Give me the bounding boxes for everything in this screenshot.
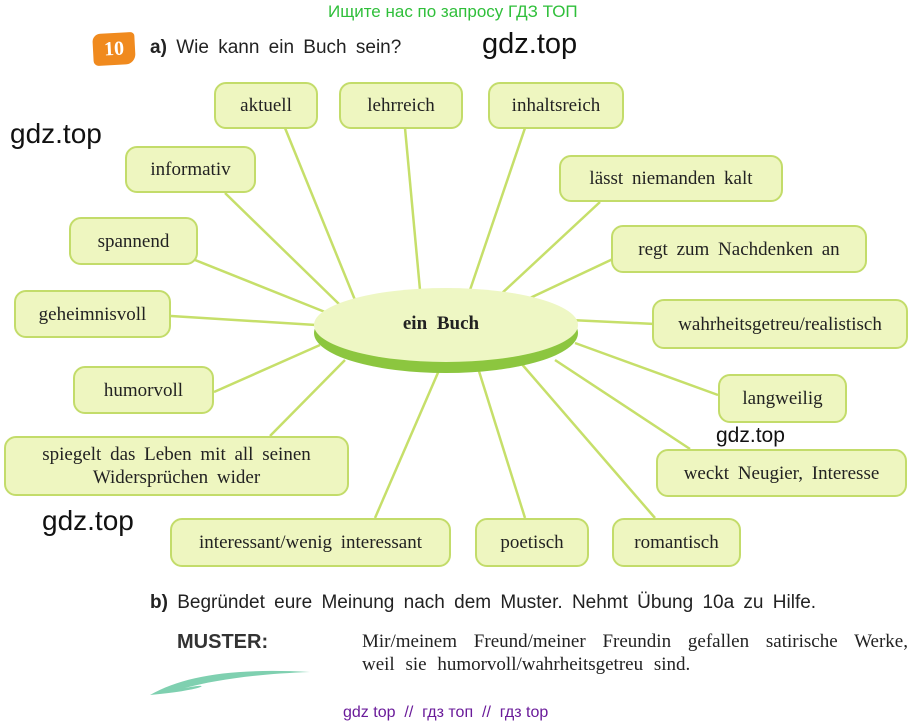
watermark: gdz.top xyxy=(482,28,578,60)
center-ellipse xyxy=(314,288,578,362)
word-box: interessant/wenig interessant xyxy=(170,518,451,567)
watermark: gdz.top xyxy=(716,424,785,447)
part-b-label: b) xyxy=(150,592,168,613)
word-box: geheimnisvoll xyxy=(14,290,171,338)
word-box: inhaltsreich xyxy=(488,82,624,129)
word-box: poetisch xyxy=(475,518,589,567)
part-a-question: Wie kann ein Buch sein? xyxy=(176,37,402,58)
part-a-heading: a) Wie kann ein Buch sein? xyxy=(150,37,401,59)
center-label: ein Buch xyxy=(402,313,480,334)
word-box: humorvoll xyxy=(73,366,214,414)
word-box: informativ xyxy=(125,146,256,193)
word-box: aktuell xyxy=(214,82,318,129)
watermark: gdz.top xyxy=(42,505,134,536)
part-b-heading: b) Begründet eure Meinung nach dem Muste… xyxy=(150,592,816,614)
word-box: lässt niemanden kalt xyxy=(559,155,783,202)
watermark: gdz.top xyxy=(10,118,102,149)
word-box: weckt Neugier, Interesse xyxy=(656,449,907,497)
word-box: romantisch xyxy=(612,518,741,567)
word-box: spiegelt das Leben mit all seinen Widers… xyxy=(4,436,349,496)
word-box: spannend xyxy=(69,217,198,265)
word-box: regt zum Nachdenken an xyxy=(611,225,867,273)
muster-label: MUSTER: xyxy=(177,631,269,653)
muster-example-text: Mir/meinem Freund/meiner Freundin gefall… xyxy=(362,631,908,675)
word-box: wahrheitsgetreu/realistisch xyxy=(652,299,908,349)
part-b-instruction: Begründet eure Meinung nach dem Muster. … xyxy=(177,592,817,613)
part-a-label: a) xyxy=(150,37,167,58)
brush-stroke-decoration xyxy=(150,670,310,695)
word-box: langweilig xyxy=(718,374,847,423)
search-banner: Ищите нас по запросу ГДЗ ТОП xyxy=(328,2,578,21)
footer-watermark: gdz top // гдз топ // гдз top xyxy=(343,704,549,721)
word-box: lehrreich xyxy=(339,82,463,129)
